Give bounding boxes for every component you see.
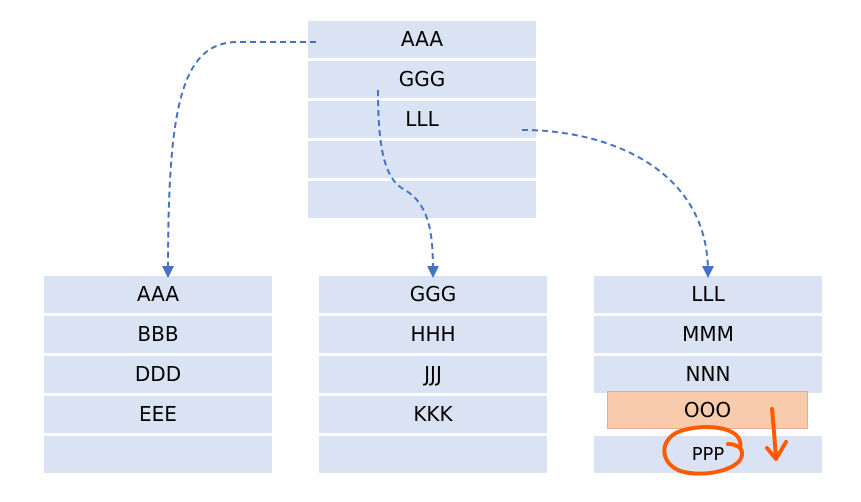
- root-row-4: [308, 141, 536, 178]
- leaf-middle-row-5: [319, 436, 547, 473]
- leaf-middle-row-2: HHH: [319, 316, 547, 353]
- leaf-right-row-3: NNN: [594, 356, 822, 393]
- root-row-3: LLL: [308, 101, 536, 138]
- leaf-middle-row-1: GGG: [319, 276, 547, 313]
- leaf-left-row-5: [44, 436, 272, 473]
- leaf-left-row-1: AAA: [44, 276, 272, 313]
- leaf-right-row-1: LLL: [594, 276, 822, 313]
- leaf-right-row-4-highlighted: OOO: [607, 391, 808, 429]
- root-row-2: GGG: [308, 61, 536, 98]
- root-row-1: AAA: [308, 21, 536, 58]
- arrow-root-to-left-leaf: [162, 41, 316, 278]
- root-row-5: [308, 181, 536, 218]
- leaf-left-row-3: DDD: [44, 356, 272, 393]
- leaf-right-row-2: MMM: [594, 316, 822, 353]
- leaf-middle-row-3: JJJ: [319, 356, 547, 393]
- leaf-right-row-5: PPP: [594, 436, 822, 473]
- leaf-middle-row-4: KKK: [319, 396, 547, 433]
- arrow-root-to-right-leaf: [521, 129, 714, 278]
- leaf-left-row-2: BBB: [44, 316, 272, 353]
- leaf-left-row-4: EEE: [44, 396, 272, 433]
